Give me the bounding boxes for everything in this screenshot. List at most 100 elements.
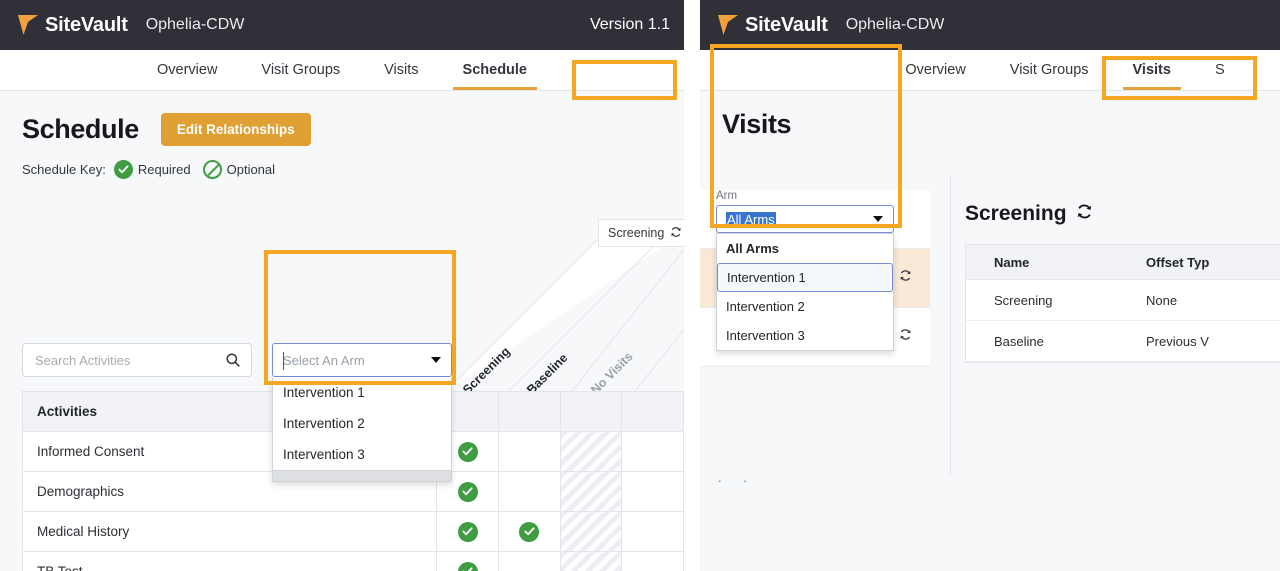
arm-option-intervention-3[interactable]: Intervention 3 xyxy=(283,447,365,462)
check-circle-icon xyxy=(457,561,478,571)
list-continuation-dots: . . xyxy=(718,470,756,485)
brand-name: SiteVault xyxy=(745,13,828,36)
table-row[interactable]: Baseline Previous V xyxy=(966,321,1280,362)
refresh-icon xyxy=(670,226,682,241)
chevron-down-icon[interactable] xyxy=(431,357,441,363)
check-circle-icon xyxy=(519,521,540,542)
tab-overview[interactable]: Overview xyxy=(156,62,218,78)
diag-header-screening: Screening xyxy=(460,344,513,391)
cell-screening[interactable] xyxy=(436,511,500,552)
brand-name: SiteVault xyxy=(45,13,128,36)
cell-baseline[interactable] xyxy=(498,551,561,571)
cell-offset-type: Previous V xyxy=(1146,333,1209,349)
visit-detail-title-text: Screening xyxy=(965,202,1067,225)
col-header-baseline xyxy=(498,391,561,432)
primary-nav: Overview Visit Groups Visits S xyxy=(700,50,1280,91)
col-header-extra xyxy=(621,391,684,432)
refresh-icon xyxy=(1076,202,1093,226)
table-row[interactable]: Screening None xyxy=(966,280,1280,321)
schedule-screenshot-panel: SiteVault Ophelia-CDW Version 1.1 Overvi… xyxy=(0,0,684,571)
menu-scroll-footer[interactable] xyxy=(273,470,451,481)
visits-body: Visits Treatment 2 . . xyxy=(700,91,1280,571)
veeva-v-icon xyxy=(717,13,739,37)
cell-no-visits xyxy=(559,551,623,571)
search-icon[interactable] xyxy=(225,352,241,368)
diagonal-visit-headers: Screening Baseline No Visits xyxy=(446,231,684,391)
schedule-body: Schedule Edit Relationships Schedule Key… xyxy=(0,91,684,571)
schedule-key-label: Schedule Key: xyxy=(22,162,106,177)
cell-offset-type: None xyxy=(1146,292,1178,308)
cell-extra[interactable] xyxy=(621,471,684,512)
no-entry-circle-icon xyxy=(202,160,222,179)
cell-extra[interactable] xyxy=(621,511,684,552)
veeva-v-icon xyxy=(17,13,39,37)
check-circle-icon xyxy=(113,160,133,179)
brand-logo[interactable]: SiteVault xyxy=(700,13,828,37)
visit-detail-title: Screening xyxy=(951,176,1280,226)
schedule-grid: Activities Informed Consent xyxy=(21,391,684,571)
arm-select-menu: All Arms Intervention 1 Intervention 2 I… xyxy=(716,233,894,351)
arm-option-intervention-3[interactable]: Intervention 3 xyxy=(726,328,805,343)
tab-visits[interactable]: Visits xyxy=(1111,50,1193,90)
table-row[interactable]: TB Test xyxy=(21,551,684,571)
app-header: SiteVault Ophelia-CDW Version 1.1 xyxy=(0,0,684,50)
tab-schedule-clipped[interactable]: S xyxy=(1214,62,1225,78)
arm-option-intervention-2[interactable]: Intervention 2 xyxy=(283,416,365,431)
cell-baseline[interactable] xyxy=(498,431,561,472)
page-title: Schedule xyxy=(22,114,139,144)
check-circle-icon xyxy=(457,521,478,542)
app-header: SiteVault Ophelia-CDW V xyxy=(700,0,1280,50)
check-circle-icon xyxy=(457,441,478,462)
diag-header-no-visits: No Visits xyxy=(588,349,636,391)
table-header-row: Name Offset Typ xyxy=(966,245,1280,280)
schedule-key-required-label: Required xyxy=(137,162,191,177)
cell-no-visits xyxy=(559,511,623,552)
arm-select-placeholder: Select An Arm xyxy=(283,352,365,368)
col-header-name: Name xyxy=(994,254,1030,270)
cell-screening[interactable] xyxy=(436,551,500,571)
activity-name: TB Test xyxy=(21,551,438,571)
search-input[interactable] xyxy=(33,351,225,369)
cell-no-visits xyxy=(559,471,623,512)
arm-select-menu: Intervention 1 Intervention 2 Interventi… xyxy=(272,377,452,482)
tab-overview[interactable]: Overview xyxy=(905,62,966,78)
tab-schedule[interactable]: Schedule xyxy=(441,50,549,90)
arm-option-all-arms[interactable]: All Arms xyxy=(726,241,779,256)
search-activities-box[interactable] xyxy=(22,343,252,377)
arm-filter-field: Arm All Arms All Arms Intervention 1 Int… xyxy=(716,190,894,351)
edit-relationships-button[interactable]: Edit Relationships xyxy=(160,113,311,146)
cell-baseline[interactable] xyxy=(498,511,561,552)
col-header-offset-type: Offset Typ xyxy=(1146,254,1210,270)
arm-select-value: All Arms xyxy=(726,211,776,227)
tab-visits[interactable]: Visits xyxy=(384,62,419,78)
chevron-down-icon[interactable] xyxy=(873,216,883,222)
arm-option-intervention-1[interactable]: Intervention 1 xyxy=(283,385,365,400)
cell-no-visits xyxy=(559,431,623,472)
cell-baseline[interactable] xyxy=(498,471,561,512)
tab-visit-groups[interactable]: Visit Groups xyxy=(1009,62,1089,78)
table-row[interactable]: Medical History xyxy=(21,511,684,552)
visit-detail-card: Screening Name Offset Typ Screening None xyxy=(950,176,1280,476)
org-name: Ophelia-CDW xyxy=(145,16,245,33)
activity-name: Medical History xyxy=(21,511,438,552)
screening-chip[interactable]: Screening xyxy=(598,219,684,247)
refresh-icon xyxy=(899,328,912,346)
diag-header-baseline: Baseline xyxy=(524,350,571,391)
cell-extra[interactable] xyxy=(621,431,684,472)
brand-logo[interactable]: SiteVault xyxy=(0,13,128,37)
tab-visit-groups[interactable]: Visit Groups xyxy=(261,62,341,78)
cell-extra[interactable] xyxy=(621,551,684,571)
text-cursor xyxy=(283,352,284,370)
primary-nav: Overview Visit Groups Visits Schedule xyxy=(0,50,684,91)
cell-name: Baseline xyxy=(994,333,1044,349)
cell-name: Screening xyxy=(994,292,1053,308)
arm-select[interactable]: All Arms xyxy=(716,205,894,233)
visit-table: Name Offset Typ Screening None Baseline … xyxy=(965,244,1280,363)
arm-option-intervention-1[interactable]: Intervention 1 xyxy=(717,263,893,292)
arm-select[interactable]: Select An Arm xyxy=(272,343,452,377)
page-title: Visits xyxy=(722,109,792,139)
arm-select-wrapper: Select An Arm Intervention 1 Interventio… xyxy=(272,343,452,482)
arm-option-intervention-2[interactable]: Intervention 2 xyxy=(726,299,805,314)
arm-field-label: Arm xyxy=(716,190,738,202)
check-circle-icon xyxy=(457,481,478,502)
